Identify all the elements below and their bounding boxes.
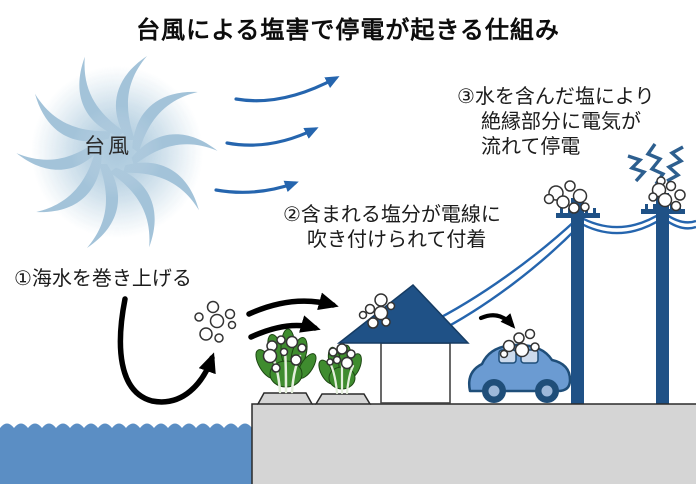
bubbles-sea-spray [194, 300, 237, 343]
bubbles-plant-1 [262, 335, 307, 373]
wind-arrow-icon [214, 76, 340, 194]
annotation-step-2: ②含まれる塩分が電線に 吹き付けられて付着 [283, 203, 501, 253]
plant-1 [255, 328, 317, 394]
step-3-line-2: 絶縁部分に電気が [481, 111, 641, 133]
sweep-up-arrow [117, 296, 216, 405]
spray-arrow-upper [246, 292, 339, 317]
typhoon-label: 台風 [84, 135, 132, 158]
utility-pole-icon [556, 193, 685, 404]
page-title: 台風による塩害で停電が起きる仕組み [136, 17, 560, 44]
typhoon-swirl-icon [16, 56, 218, 248]
car-icon [468, 343, 572, 403]
wind-arrow-3 [214, 180, 299, 194]
sea-icon [0, 423, 252, 484]
bubbles-pole-2 [648, 176, 686, 212]
bubbles-roof [358, 293, 396, 329]
house-icon [336, 283, 470, 404]
bubbles-car [499, 328, 540, 359]
car-spray-arrow [478, 313, 516, 329]
annotation-step-3: ③水を含んだ塩により 絶縁部分に電気が 流れて停電 [457, 85, 655, 160]
wind-arrow-1 [234, 76, 340, 103]
bubbles-plant-2 [326, 343, 356, 370]
step-3-line-1: ③水を含んだ塩により [457, 86, 655, 108]
step-2-line-2: 吹き付けられて付着 [307, 229, 487, 251]
spray-arrow-lower [248, 315, 321, 340]
step-1-line-1: ①海水を巻き上げる [14, 268, 192, 290]
utility-pole-2 [641, 193, 685, 404]
house-body [380, 342, 451, 404]
step-2-line-1: ②含まれる塩分が電線に [283, 204, 501, 226]
sweep-arrow-icon [117, 292, 516, 405]
ground [251, 392, 696, 484]
bubbles-pole-1 [543, 180, 590, 214]
wind-arrow-2 [225, 127, 319, 147]
annotation-step-1: ①海水を巻き上げる [14, 267, 192, 292]
lightning-icon [627, 143, 685, 185]
power-lines [427, 210, 696, 335]
salt-bubbles-icon [194, 176, 686, 373]
step-3-line-3: 流れて停電 [481, 136, 581, 158]
